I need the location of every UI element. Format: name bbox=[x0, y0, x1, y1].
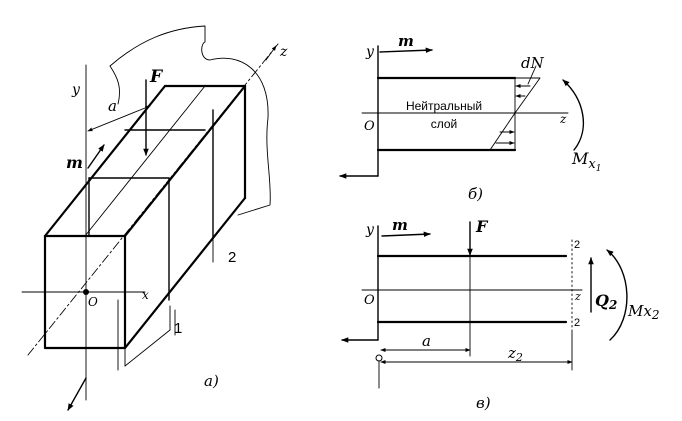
moment-m-arrow bbox=[87, 144, 105, 169]
label-axis-x: x bbox=[142, 288, 149, 302]
axis-z-line bbox=[27, 43, 279, 356]
label-section-2: 2 bbox=[228, 249, 236, 266]
v-label-origin: O bbox=[364, 293, 375, 308]
v-pin bbox=[375, 354, 383, 362]
label-axis-z: z bbox=[279, 44, 288, 60]
label-section-1: 1 bbox=[174, 320, 182, 337]
v-label-section-top: 2 bbox=[574, 239, 580, 251]
section-1-outline bbox=[88, 177, 170, 301]
wall-outline bbox=[109, 25, 271, 216]
v-label-moment-m: m bbox=[392, 216, 408, 234]
wall-outline-left bbox=[109, 65, 121, 105]
v-label-dim-a: a bbox=[422, 332, 431, 350]
v-moment-Mx-arc bbox=[606, 249, 628, 341]
b-label-origin: O bbox=[364, 119, 375, 134]
v-label-Mx: Mx2 bbox=[627, 302, 659, 322]
v-label-axis-z: z bbox=[574, 290, 581, 303]
label-moment-m: m bbox=[66, 153, 83, 172]
b-moment-Mx-arc bbox=[562, 79, 585, 151]
v-moment-m-arrow bbox=[381, 231, 431, 238]
label-force-F: F bbox=[149, 67, 164, 87]
b-label-neutral-2: слой bbox=[431, 117, 458, 131]
label-origin: O bbox=[88, 295, 98, 309]
reaction-arrow bbox=[67, 377, 87, 411]
label-dim-a: a bbox=[108, 97, 117, 115]
v-label-Q: Q2 bbox=[595, 291, 617, 312]
b-label-moment-m: m bbox=[398, 32, 414, 50]
b-stress-bottom bbox=[489, 112, 516, 151]
b-label-neutral-1: Нейтральный bbox=[406, 99, 482, 113]
v-label-dim-z2: z2 bbox=[507, 344, 523, 364]
v-label-force-F: F bbox=[475, 217, 489, 236]
label-axis-y: y bbox=[71, 82, 81, 98]
diagram-v: y m F O z 2 2 Q2 Mx2 a z2 в) bbox=[341, 216, 659, 412]
caption-a: а) bbox=[204, 372, 219, 390]
b-label-Mx: Mx1 bbox=[571, 149, 601, 174]
b-label-dN: dN bbox=[521, 54, 545, 72]
caption-b: б) bbox=[468, 185, 483, 203]
b-stress-top bbox=[514, 77, 541, 114]
diagram-a: y z x O a m F 1 2 а) bbox=[21, 25, 288, 411]
v-label-section-bottom: 2 bbox=[574, 317, 580, 329]
caption-v: в) bbox=[476, 394, 491, 412]
v-label-axis-y: y bbox=[365, 222, 375, 238]
diagram-b: y m dN O z Нейтральный слой Mx1 б) bbox=[339, 32, 601, 203]
beam-3d bbox=[43, 84, 247, 367]
origin-point bbox=[83, 289, 89, 295]
dim-a-line bbox=[87, 105, 151, 132]
b-label-axis-z: z bbox=[559, 112, 567, 126]
b-moment-m-arrow bbox=[379, 47, 433, 54]
b-label-axis-y: y bbox=[365, 44, 375, 60]
